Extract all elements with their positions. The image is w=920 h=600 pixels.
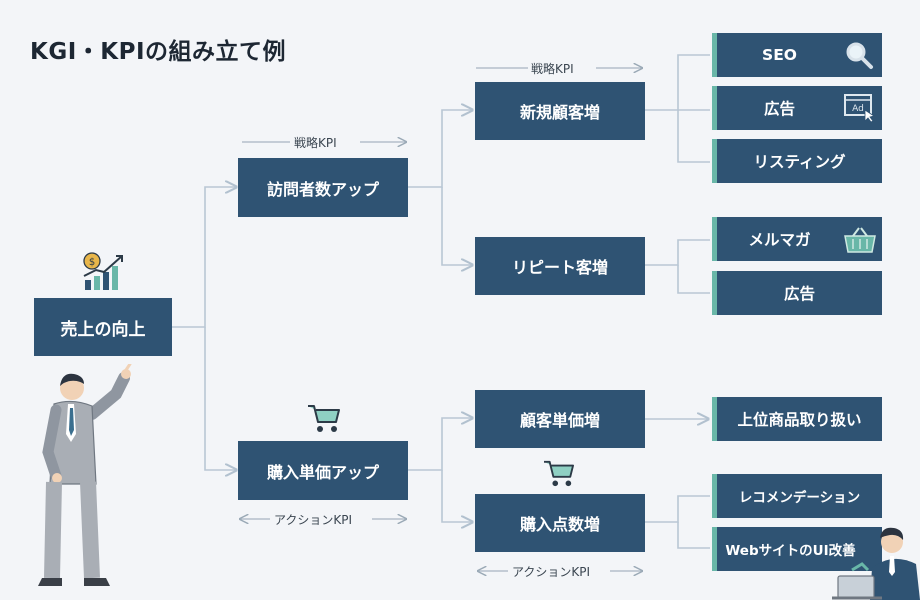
shopping-cart-icon (308, 405, 340, 432)
leaf-recommendation: レコメンデーション (712, 474, 882, 518)
node-visitors: 訪問者数アップ (238, 158, 408, 217)
node-unit-price: 購入単価アップ (238, 441, 408, 500)
svg-text:$: $ (89, 257, 95, 268)
leaf-ad: 広告 (712, 271, 882, 315)
leaf-premium-products: 上位商品取り扱い (712, 397, 882, 441)
leaf-ad: 広告 (712, 86, 882, 130)
leaf-web-ui: WebサイトのUI改善 (712, 527, 882, 571)
magnifier-icon (846, 42, 873, 69)
node-repeat-customers: リピート客増 (475, 237, 645, 295)
node-new-customers: 新規顧客増 (475, 82, 645, 140)
ad-icon: Ad (844, 94, 875, 123)
businessman-illustration (38, 364, 132, 586)
action-kpi-label: アクションKPI (274, 513, 353, 527)
node-customer-unit-price: 顧客単価増 (475, 390, 645, 448)
page-title: KGI・KPIの組み立て例 (30, 39, 286, 65)
root-node: 売上の向上 (34, 298, 172, 356)
laptop-worker-illustration (832, 527, 920, 600)
node-items-per-purchase: 購入点数増 (475, 494, 645, 552)
leaf-listing: リスティング (712, 139, 882, 183)
action-kpi-label: アクションKPI (512, 565, 591, 579)
basket-icon (844, 227, 876, 253)
growth-chart-icon: $ (83, 252, 123, 290)
svg-text:Ad: Ad (852, 104, 864, 114)
strategic-kpi-label: 戦略KPI (294, 136, 337, 150)
shopping-cart-icon (544, 460, 574, 487)
strategic-kpi-label: 戦略KPI (531, 62, 574, 76)
